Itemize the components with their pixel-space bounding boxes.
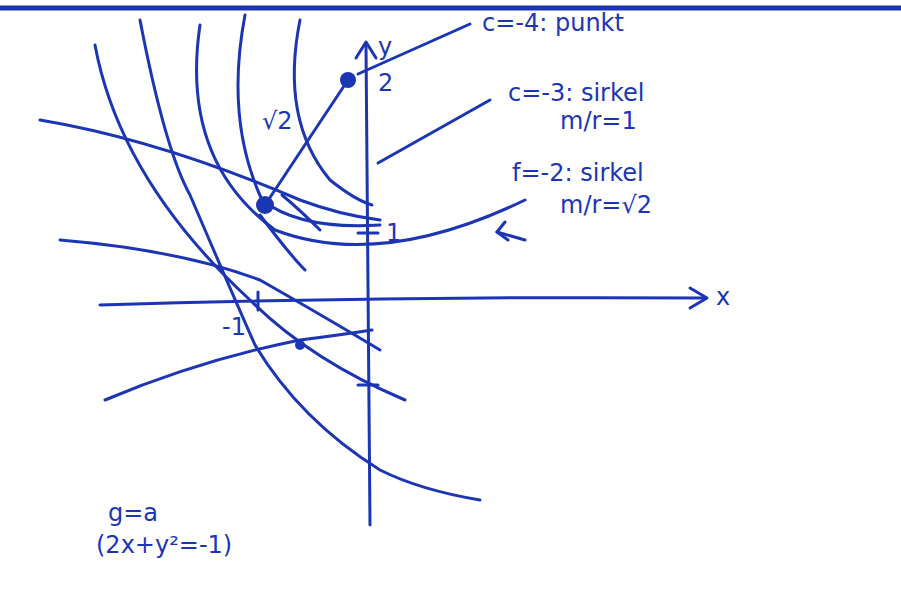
- leader-line: [358, 24, 470, 74]
- sketch-label: g=a: [108, 500, 158, 526]
- sketch-label: c=-4: punkt: [482, 10, 624, 36]
- x-axis: [100, 298, 705, 305]
- radius-line: [265, 80, 348, 205]
- level-curve: [105, 330, 372, 400]
- leader-line: [378, 100, 490, 163]
- sketch-label: 1: [386, 220, 401, 246]
- point-dot: [295, 340, 305, 350]
- sketch-label: -1: [222, 314, 246, 340]
- circle-r-sqrt2: [197, 25, 525, 245]
- sketch-label: f=-2: sirkel: [512, 160, 644, 186]
- circle-r1: [238, 15, 380, 226]
- x-arrow: [690, 288, 707, 308]
- leader-arrow-head: [497, 222, 508, 240]
- hatch: [260, 215, 305, 270]
- tick: [358, 232, 378, 235]
- sketch-label: y: [378, 34, 392, 60]
- top-rule: [0, 6, 901, 11]
- level-curve: [40, 120, 380, 220]
- level-curve: [95, 45, 405, 400]
- center-dot: [256, 196, 274, 214]
- sketch-label: m/r=1: [560, 108, 637, 134]
- sketch-label: c=-3: sirkel: [508, 80, 644, 106]
- hatch: [282, 195, 320, 230]
- sketch-label: x: [716, 284, 730, 310]
- circle-arc: [294, 20, 372, 205]
- point-dot: [340, 72, 356, 88]
- y-arrow: [356, 42, 376, 58]
- sketch-label: 2: [378, 70, 393, 96]
- level-curve: [60, 240, 380, 350]
- y-axis: [366, 45, 370, 525]
- sketch-label: (2x+y²=-1): [96, 532, 232, 558]
- sketch-label: m/r=√2: [560, 192, 652, 218]
- sketch-label: √2: [262, 108, 293, 134]
